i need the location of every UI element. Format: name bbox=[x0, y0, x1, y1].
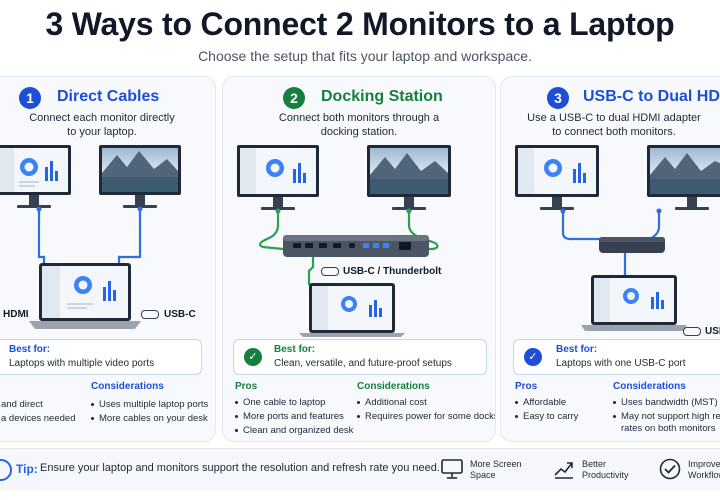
usb-c-dual-hdmi-illustration bbox=[515, 145, 720, 331]
best-for-text: Clean, versatile, and future-proof setup… bbox=[274, 358, 452, 369]
growth-chart-icon bbox=[554, 462, 573, 479]
pros-heading: Pros bbox=[515, 381, 538, 392]
pros-item: Easy to carry bbox=[515, 411, 578, 423]
step-number-badge: 2 bbox=[283, 87, 305, 109]
best-for-box: ✓ Best for: Laptops with one USB-C port bbox=[513, 339, 720, 375]
port-label-usb-c: USB-C bbox=[164, 309, 196, 320]
laptop bbox=[581, 275, 687, 331]
card-title: USB-C to Dual HDMI bbox=[583, 88, 720, 105]
best-for-box: ✓ Best for: Clean, versatile, and future… bbox=[233, 339, 487, 375]
lightbulb-icon bbox=[0, 459, 12, 481]
pros-item: a devices needed bbox=[1, 413, 76, 424]
card-docking-station: 2 Docking Station Connect both monitors … bbox=[222, 76, 496, 442]
card-description: Connect both monitors through a docking … bbox=[278, 112, 440, 138]
monitor-right bbox=[99, 145, 181, 208]
step-number-badge: 3 bbox=[547, 87, 569, 109]
card-title: Docking Station bbox=[321, 88, 443, 105]
best-for-box: Best for: Laptops with multiple video po… bbox=[0, 339, 202, 375]
card-title: Direct Cables bbox=[57, 88, 160, 105]
port-label-hdmi: HDMI bbox=[3, 309, 29, 320]
page-title: 3 Ways to Connect 2 Monitors to a Laptop bbox=[45, 6, 675, 42]
considerations-item: rates on both monitors bbox=[621, 423, 716, 434]
page-subtitle: Choose the setup that fits your laptop a… bbox=[198, 48, 532, 64]
port-label-usb-c-thunderbolt: USB-C / Thunderbolt bbox=[343, 266, 442, 277]
direct-cables-illustration bbox=[0, 145, 181, 329]
card-description: Use a USB-C to dual HDMI adapter to conn… bbox=[527, 112, 701, 138]
pros-item: Affordable bbox=[515, 397, 566, 409]
pros-item: One cable to laptop bbox=[235, 397, 325, 409]
monitor-left bbox=[0, 145, 71, 208]
docking-station bbox=[283, 235, 429, 257]
considerations-item: Requires power for some docks bbox=[357, 411, 495, 423]
best-for-label: Best for: bbox=[556, 344, 598, 355]
considerations-item: More cables on your desk bbox=[91, 413, 208, 425]
considerations-heading: Considerations bbox=[357, 381, 430, 392]
considerations-heading: Considerations bbox=[91, 381, 164, 392]
monitor-left bbox=[237, 145, 319, 210]
usb-c-port-icon bbox=[321, 267, 339, 276]
card-description: Connect each monitor directly to your la… bbox=[29, 112, 175, 138]
laptop bbox=[299, 283, 405, 337]
pros-item: Clean and organized desk bbox=[235, 425, 353, 437]
monitor-icon bbox=[441, 459, 463, 479]
monitor-left bbox=[515, 145, 599, 210]
usb-c-port-icon bbox=[141, 310, 159, 319]
tip-text: Ensure your laptop and monitors support … bbox=[40, 462, 440, 474]
pros-heading: Pros bbox=[235, 381, 258, 392]
monitor-right bbox=[367, 145, 451, 210]
step-number-badge: 1 bbox=[19, 87, 41, 109]
best-for-text: Laptops with multiple video ports bbox=[9, 358, 155, 369]
usb-c-port-icon bbox=[683, 327, 701, 336]
check-circle-icon bbox=[659, 458, 681, 480]
monitor-right bbox=[647, 145, 720, 210]
tip-bar: Tip: Ensure your laptop and monitors sup… bbox=[0, 448, 720, 491]
considerations-item: Additional cost bbox=[357, 397, 427, 409]
port-label-usb: USB bbox=[705, 326, 720, 337]
card-usb-c-dual-hdmi: 3 USB-C to Dual HDMI Use a USB-C to dual… bbox=[500, 76, 720, 442]
best-for-text: Laptops with one USB-C port bbox=[556, 358, 686, 369]
pros-item: and direct bbox=[1, 399, 43, 410]
check-icon: ✓ bbox=[524, 348, 542, 366]
check-icon: ✓ bbox=[244, 348, 262, 366]
card-direct-cables: 1 Direct Cables Connect each monitor dir… bbox=[0, 76, 216, 442]
usb-c-adapter bbox=[599, 237, 665, 253]
best-for-label: Best for: bbox=[274, 344, 316, 355]
considerations-item: Uses multiple laptop ports bbox=[91, 399, 208, 411]
tip-label: Tip: bbox=[16, 462, 38, 476]
pros-item: More ports and features bbox=[235, 411, 344, 423]
considerations-item: May not support high refresh bbox=[613, 411, 720, 423]
docking-station-illustration bbox=[237, 145, 451, 337]
laptop bbox=[29, 263, 141, 329]
considerations-item: Uses bandwidth (MST) bbox=[613, 397, 718, 409]
considerations-heading: Considerations bbox=[613, 381, 686, 392]
best-for-label: Best for: bbox=[9, 344, 51, 355]
